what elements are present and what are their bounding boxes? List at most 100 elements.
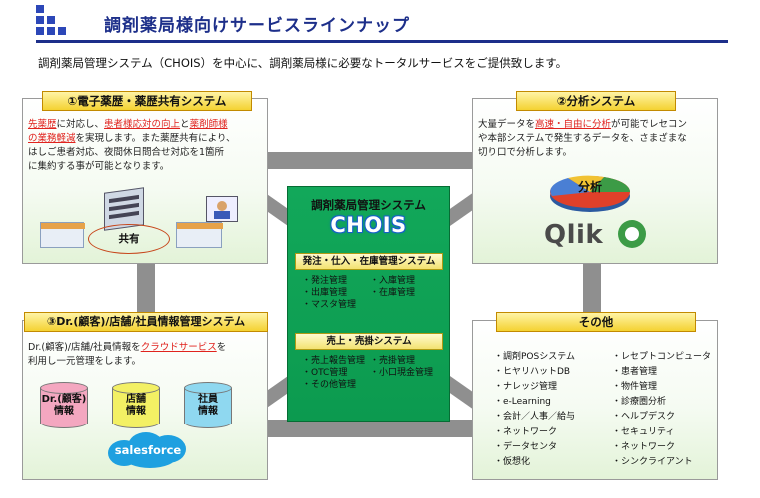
title-divider xyxy=(36,40,728,43)
others-list-col2: ・レセプトコンピュータ・患者管理・物件管理・診療圏分析・ヘルプデスク・セキュリテ… xyxy=(612,350,711,470)
page-title: 調剤薬局様向けサービスラインナップ xyxy=(104,16,410,36)
list-item: ・在庫管理 xyxy=(370,288,416,298)
description-line: に集約する事が可能となります。 xyxy=(28,160,264,174)
list-item: ・e-Learning xyxy=(494,397,551,407)
list-item: ・OTC管理 xyxy=(302,368,348,378)
description-text: や本部システムで発生するデータを、さまざまな xyxy=(478,133,687,144)
box-analysis-title: ②分析システム xyxy=(516,91,676,111)
description-text: を実現します。また薬歴共有により、 xyxy=(75,133,236,144)
database-label: 社員情報 xyxy=(198,394,218,417)
database-icon: 社員情報 xyxy=(184,382,232,428)
description-text: Dr.(顧客)/店舗/社員情報を xyxy=(28,342,141,353)
others-list-col1: ・調剤POSシステム・ヒヤリハットDB ・ナレッジ管理・e-Learning ・会計… xyxy=(494,350,575,470)
chois-ordering-list: ・発注管理 ・入庫管理・出庫管理 ・在庫管理・マスタ管理 xyxy=(302,275,442,311)
list-row: ・発注管理 ・入庫管理 xyxy=(302,275,442,287)
chois-sales-list: ・売上報告管理・売掛管理・OTC管理・小口現金管理・その他管理 xyxy=(302,355,442,391)
highlight-text: 薬剤師様 xyxy=(189,119,228,130)
pie-label: 分析 xyxy=(577,180,602,194)
description-text: 利用し一元管理をします。 xyxy=(28,356,142,367)
box-info-title: ③Dr.(顧客)/店舗/社員情報管理システム xyxy=(24,312,268,332)
description-text: に集約する事が可能となります。 xyxy=(28,161,170,172)
list-item: ・調剤POSシステム xyxy=(494,352,575,362)
description-text: 大量データを xyxy=(478,119,536,130)
connector-right xyxy=(583,264,601,312)
list-item: ・ネットワーク xyxy=(612,442,676,452)
doctor-monitor-icon xyxy=(206,196,238,222)
box-ehr-title: ①電子薬歴・薬歴共有システム xyxy=(42,91,252,111)
connector-left xyxy=(137,264,155,312)
list-row: ・出庫管理 ・在庫管理 xyxy=(302,287,442,299)
qlik-logo-icon xyxy=(618,220,646,248)
list-item xyxy=(370,299,442,311)
qlik-logo-text: Qlik xyxy=(544,220,604,250)
list-item: ・ネットワーク xyxy=(494,427,558,437)
box-ehr-description: 先薬歴に対応し、患者様応対の向上と薬剤師様の業務軽減を実現します。また薬歴共有に… xyxy=(28,118,264,174)
list-item: ・データセンタ xyxy=(494,442,558,452)
list-item: ・セキュリティ xyxy=(612,427,675,437)
list-item: ・ナレッジ管理 xyxy=(494,382,558,392)
pharmacy-right-icon xyxy=(176,222,223,248)
description-line: Dr.(顧客)/店舗/社員情報をクラウドサービスを xyxy=(28,341,264,355)
database-icon: Dr.(顧客)情報 xyxy=(40,382,88,428)
highlight-text: 患者様応対の向上 xyxy=(104,119,181,130)
list-row: ・売上報告管理・売掛管理 xyxy=(302,355,442,367)
description-text: を xyxy=(216,342,227,353)
list-item: ・小口現金管理 xyxy=(370,368,434,378)
chois-sub-sales: 売上・売掛システム xyxy=(295,333,443,350)
list-item: ・売上報告管理 xyxy=(302,356,366,366)
shared-label: 共有 xyxy=(118,233,140,245)
list-item: ・売掛管理 xyxy=(370,356,416,366)
pharmacy-network-illustration: 共有 xyxy=(40,187,240,256)
highlight-text: の業務軽減 xyxy=(28,133,76,144)
description-text: に対応し、 xyxy=(56,119,105,130)
description-line: の業務軽減を実現します。また薬歴共有により、 xyxy=(28,132,264,146)
list-item: ・ヒヤリハットDB xyxy=(494,367,571,377)
header-logo-icon xyxy=(36,5,72,41)
box-others xyxy=(472,320,718,480)
description-text: が可能でレセコン xyxy=(611,119,688,130)
list-item: ・発注管理 xyxy=(302,276,348,286)
description-line: や本部システムで発生するデータを、さまざまな xyxy=(478,132,714,146)
analysis-pie-chart-icon xyxy=(550,175,630,212)
box-others-title: その他 xyxy=(496,312,696,332)
description-text: 切り口で分析します。 xyxy=(478,147,573,158)
intro-text: 調剤薬局管理システム（CHOIS）を中心に、調剤薬局様に必要なトータルサービスを… xyxy=(38,56,568,70)
list-item: ・診療圏分析 xyxy=(612,397,667,407)
list-item: ・マスタ管理 xyxy=(302,300,357,310)
connector-bottom xyxy=(266,420,474,437)
description-line: 大量データを高速・自由に分析が可能でレセコン xyxy=(478,118,714,132)
list-item: ・その他管理 xyxy=(302,380,357,390)
list-item: ・ヘルプデスク xyxy=(612,412,676,422)
description-line: 切り口で分析します。 xyxy=(478,146,714,160)
list-item: ・患者管理 xyxy=(612,367,658,377)
connector-top xyxy=(266,152,474,169)
list-row: ・OTC管理 ・小口現金管理 xyxy=(302,367,442,379)
list-item: ・物件管理 xyxy=(612,382,658,392)
chois-sub-ordering: 発注・仕入・在庫管理システム xyxy=(295,253,443,270)
box-info-description: Dr.(顧客)/店舗/社員情報をクラウドサービスを利用し一元管理をします。 xyxy=(28,341,264,369)
description-line: 先薬歴に対応し、患者様応対の向上と薬剤師様 xyxy=(28,118,264,132)
list-row: ・マスタ管理 xyxy=(302,299,442,311)
list-item: ・シンクライアント xyxy=(612,457,693,467)
description-text: はしご患者対応、夜間休日問合せ対応を1箇所 xyxy=(28,147,225,158)
description-line: 利用し一元管理をします。 xyxy=(28,355,264,369)
list-row: ・その他管理 xyxy=(302,379,442,391)
list-item: ・会計／人事／給与 xyxy=(494,412,576,422)
salesforce-logo-icon xyxy=(108,432,186,468)
box-analysis-description: 大量データを高速・自由に分析が可能でレセコンや本部システムで発生するデータを、さ… xyxy=(478,118,714,160)
chois-title: 調剤薬局管理システム xyxy=(311,198,426,212)
database-label: 店舗情報 xyxy=(126,394,146,417)
pharmacy-left-icon xyxy=(40,222,85,248)
database-icon: 店舗情報 xyxy=(112,382,160,428)
list-item: ・レセプトコンピュータ xyxy=(612,352,712,362)
list-item: ・出庫管理 xyxy=(302,288,348,298)
salesforce-text: salesforce xyxy=(114,443,182,457)
highlight-text: 先薬歴 xyxy=(28,119,57,130)
chois-logo: CHOIS xyxy=(330,213,407,237)
description-line: はしご患者対応、夜間休日問合せ対応を1箇所 xyxy=(28,146,264,160)
list-item: ・入庫管理 xyxy=(370,276,416,286)
highlight-text: クラウドサービス xyxy=(140,342,217,353)
description-text: と xyxy=(180,119,190,130)
list-item xyxy=(370,379,442,391)
chois-center-box: 調剤薬局管理システム CHOIS 発注・仕入・在庫管理システム ・発注管理 ・入庫… xyxy=(287,186,450,422)
